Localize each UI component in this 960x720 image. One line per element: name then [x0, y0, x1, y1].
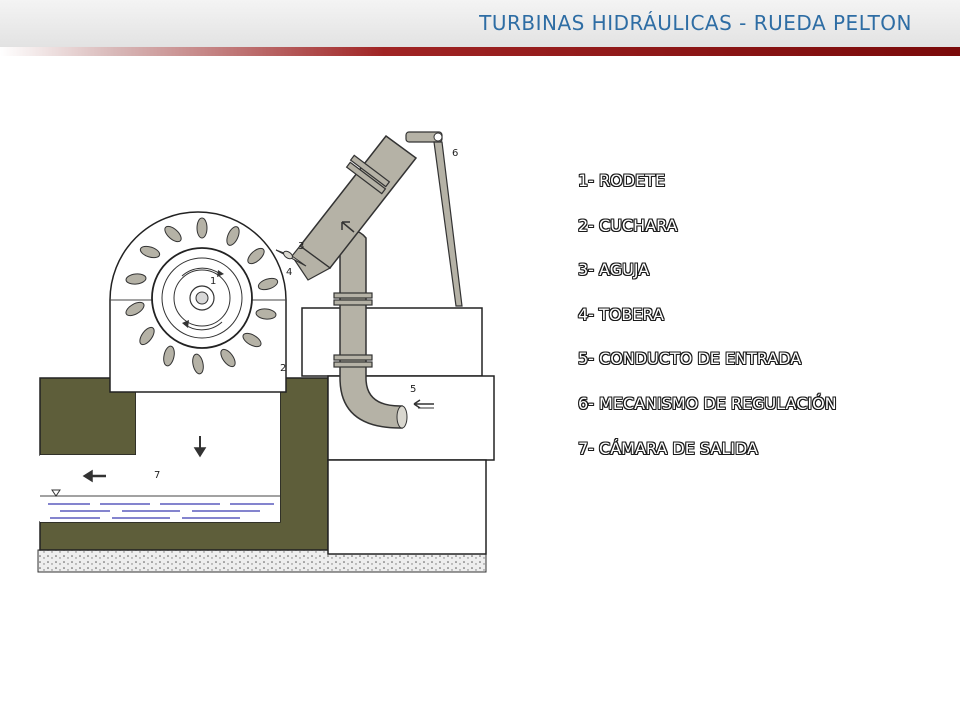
diagram-label-3: 3	[298, 241, 304, 252]
legend-item-conducto: 5- CONDUCTO DE ENTRADA	[578, 349, 802, 369]
water-ripples	[48, 503, 274, 519]
diagram-label-5: 5	[410, 384, 416, 395]
diagram-label-6: 6	[452, 148, 458, 159]
outlet-chamber	[136, 392, 280, 455]
legend-item-rodete: 1- RODETE	[578, 171, 666, 190]
diagram-label-1: 1	[210, 276, 216, 287]
legend-item-cuchara: 2- CUCHARA	[578, 215, 678, 235]
wheel-buckets	[125, 217, 279, 375]
legend-item-mecanismo: 6- MECANISMO DE REGULACIÓN	[578, 393, 837, 413]
legend-item-camara: 7- CÁMARA DE SALIDA	[578, 438, 758, 458]
tailrace-water	[40, 455, 280, 522]
right-block-lower	[327, 459, 487, 555]
slide-title: TURBINAS HIDRÁULICAS - RUEDA PELTON	[479, 11, 912, 35]
runner-wheel	[151, 247, 253, 349]
water-level-marker	[51, 489, 61, 497]
legend-item-aguja: 3- AGUJA	[578, 260, 650, 280]
header-background	[0, 0, 960, 48]
regulation-mechanism	[405, 131, 463, 307]
flow-arrows	[82, 221, 434, 483]
pelton-wheel-diagram: 1 2 3 4 5 6 7	[37, 131, 495, 573]
slide-header: TURBINAS HIDRÁULICAS - RUEDA PELTON	[0, 0, 960, 56]
header-accent-bar	[0, 47, 960, 56]
diagram-label-4: 4	[286, 267, 292, 278]
nozzle-flange	[345, 154, 391, 195]
diagram-label-2: 2	[280, 363, 286, 374]
diagram-label-7: 7	[154, 470, 160, 481]
pipe-flanges	[333, 292, 373, 368]
legend-item-tobera: 4- TOBERA	[578, 304, 664, 324]
right-block-upper	[301, 307, 483, 377]
parts-legend: 1- RODETE 2- CUCHARA 3- AGUJA 4- TOBERA …	[578, 170, 837, 482]
